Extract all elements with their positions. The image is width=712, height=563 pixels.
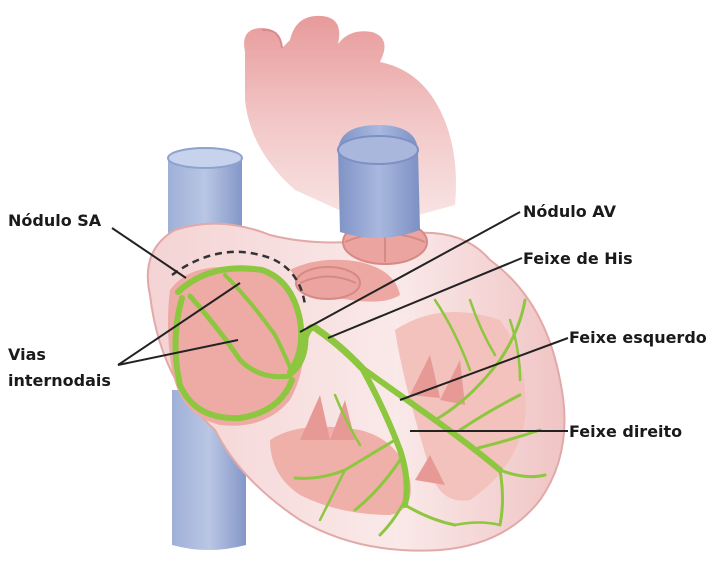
label-av-node: Nódulo AV: [523, 202, 617, 221]
label-internodal-line2: internodais: [8, 371, 111, 390]
label-his-bundle: Feixe de His: [523, 249, 633, 268]
label-left-bundle: Feixe esquerdo: [569, 328, 707, 347]
aorta: [338, 125, 420, 238]
label-right-bundle: Feixe direito: [569, 422, 682, 441]
label-sa-node: Nódulo SA: [8, 211, 102, 230]
mitral-valve: [296, 267, 360, 299]
label-internodal-line1: Vias: [8, 345, 46, 364]
